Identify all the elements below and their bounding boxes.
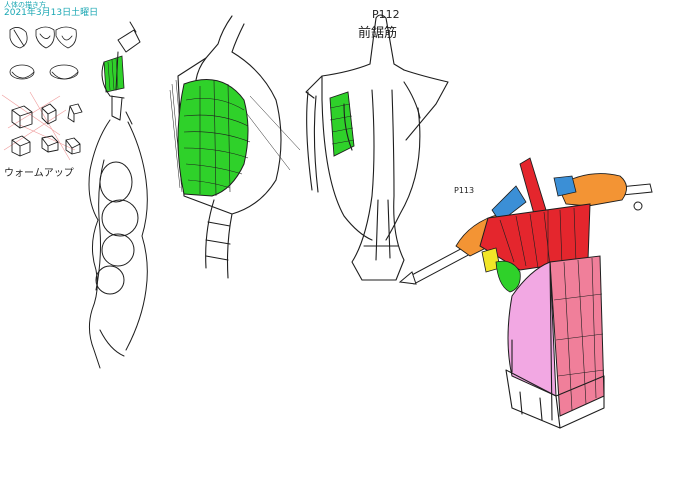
figure-colored-torso bbox=[398, 157, 653, 429]
header-title: 人体の描き方 bbox=[4, 1, 46, 9]
note-serratus-anterior: 前鋸筋 bbox=[358, 26, 398, 41]
note-page-p112: P112 bbox=[372, 8, 400, 21]
figure-spine-sketch bbox=[88, 21, 148, 369]
box-thumbnails bbox=[1, 91, 83, 161]
header: 人体の描き方 2021年3月13日土曜日 bbox=[4, 1, 99, 19]
pelvis-thumbnails bbox=[9, 26, 79, 80]
note-page-p113: P113 bbox=[454, 186, 475, 195]
figure-back-view bbox=[305, 14, 449, 281]
header-date: 2021年3月13日土曜日 bbox=[4, 8, 99, 19]
figure-serratus bbox=[169, 15, 301, 279]
note-warmup: ウォームアップ bbox=[4, 168, 74, 179]
